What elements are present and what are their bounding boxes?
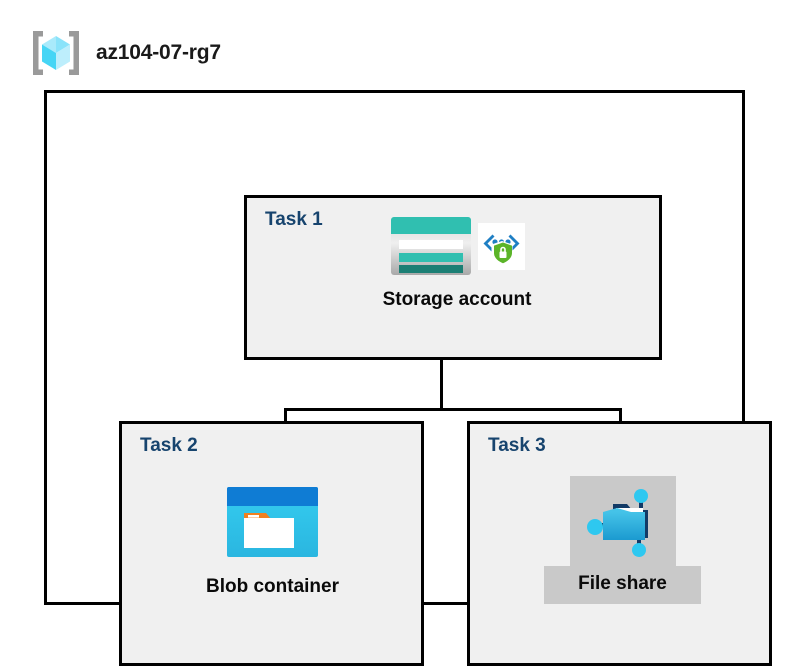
resource-group-cube-icon: [30, 28, 82, 78]
task-panel-3: Task 3: [467, 421, 772, 666]
file-share-folder-icon: [583, 482, 663, 563]
task-3-label: Task 3: [488, 435, 546, 456]
blob-container-icon: [226, 486, 319, 563]
file-share-icon-highlight: [569, 476, 676, 566]
resource-group-container: Task 1: [44, 90, 772, 666]
task-2-label: Task 2: [140, 435, 198, 456]
resource-group-name: az104-07-rg7: [96, 41, 221, 64]
task-panel-2: Task 2: [119, 421, 424, 666]
file-share-caption-highlight: File share: [544, 566, 701, 604]
task-panel-1: Task 1: [244, 195, 662, 360]
node-file-share: File share: [544, 476, 701, 604]
resource-group-header: az104-07-rg7: [30, 28, 221, 78]
node-storage-account: Storage account: [347, 216, 567, 312]
task-1-label: Task 1: [265, 209, 323, 230]
connector-task1-stem: [440, 360, 443, 411]
storage-account-icon: [390, 216, 472, 281]
storage-security-shield-lock-icon: [477, 222, 525, 275]
node-blob-container: Blob container: [185, 486, 360, 599]
storage-icon-row: [390, 216, 525, 281]
connector-horizontal-bus: [284, 408, 622, 411]
storage-account-caption: Storage account: [382, 289, 532, 310]
file-share-caption: File share: [578, 573, 667, 594]
blob-container-caption: Blob container: [205, 576, 339, 597]
